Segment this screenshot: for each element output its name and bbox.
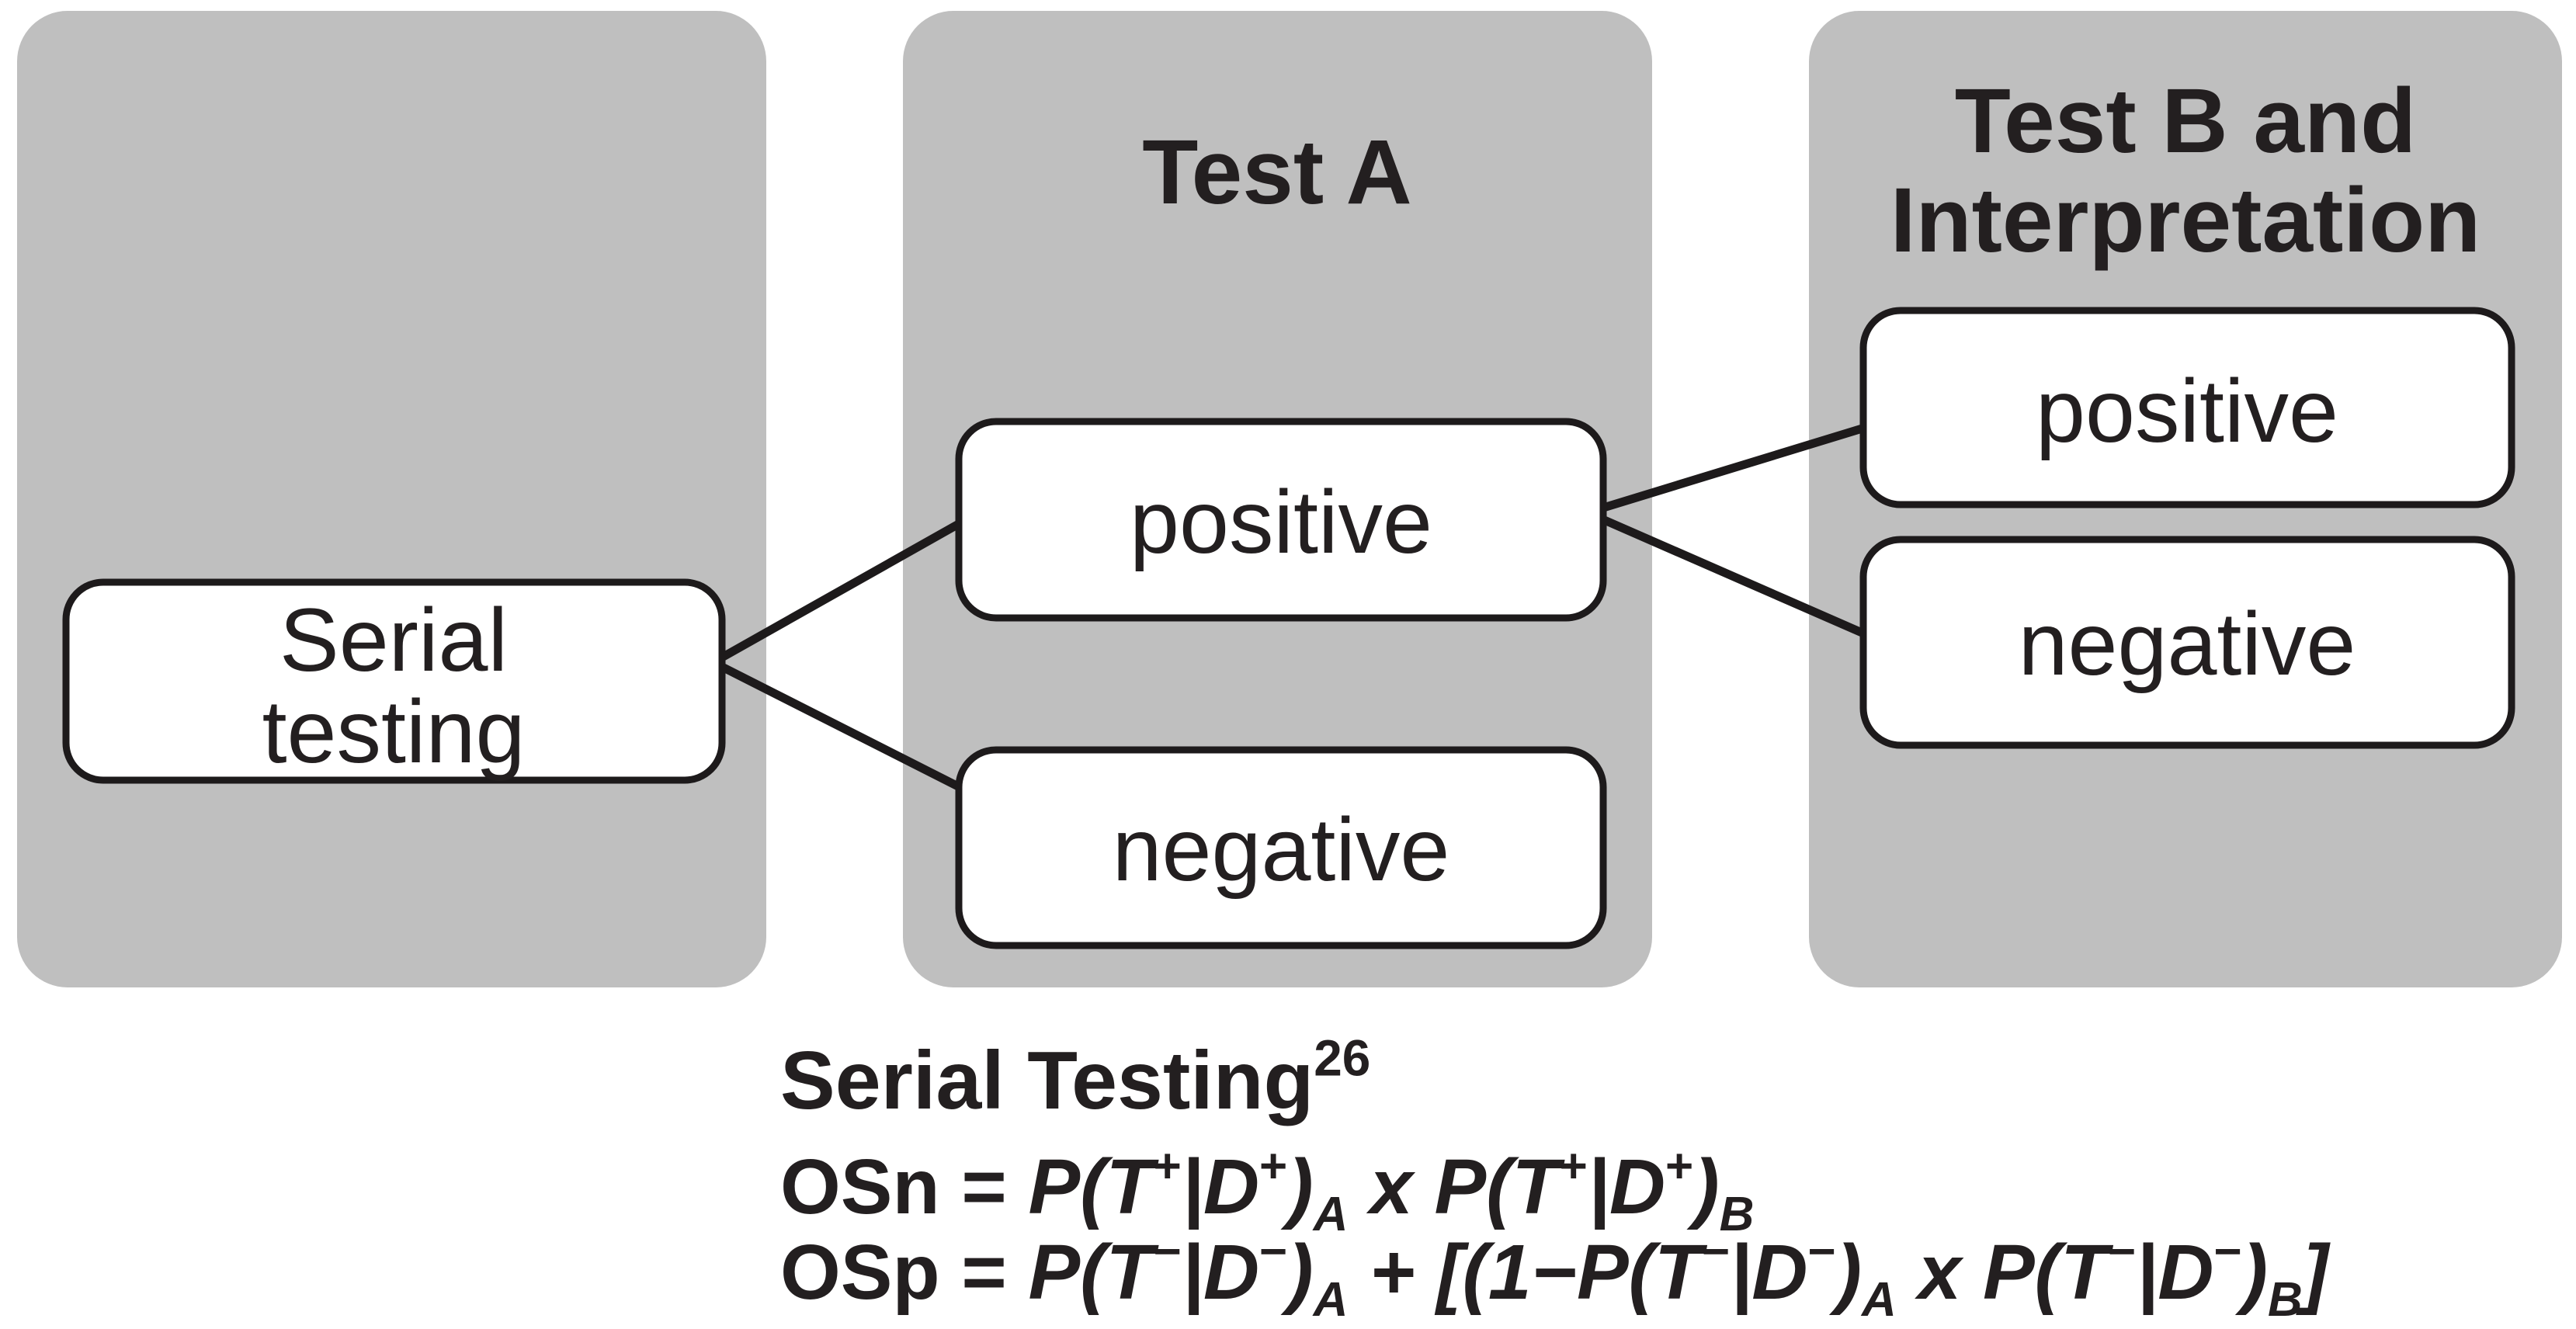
formula-osn: OSn = P(T+|D+)A x P(T+|D+)B (780, 1140, 1754, 1241)
node-test-a-positive-box (955, 418, 1607, 622)
panel-pretest (17, 11, 766, 987)
node-test-b-negative-box (1859, 536, 2515, 749)
connector-test-a-positive-to-test-b-positive (1599, 422, 1869, 513)
title-test-a: Test A (1142, 121, 1412, 224)
formula-osp: OSp = P(T−|D−)A + [(1−P(T−|D−)A x P(T−|D… (780, 1225, 2331, 1327)
node-serial-testing-label-line2: testing (262, 682, 526, 782)
node-test-b-positive-label: positive (2036, 362, 2338, 461)
node-test-a-positive-label: positive (1130, 473, 1432, 572)
node-test-a-negative-box (955, 746, 1607, 949)
node-test-b-positive-box (1859, 307, 2515, 508)
node-serial-testing-label-line1: Serial (279, 591, 508, 690)
formula-heading: Serial Testing26 (780, 1030, 1370, 1126)
connector-serial-to-test-a-positive (718, 518, 965, 662)
node-test-a-negative-label: negative (1113, 800, 1450, 900)
connector-serial-to-test-a-negative (718, 662, 965, 793)
title-test-b-line1: Test B and (1955, 70, 2416, 172)
title-test-b-line2: Interpretation (1890, 169, 2481, 272)
node-test-b-negative-label: negative (2019, 595, 2356, 694)
node-serial-testing-box (62, 578, 726, 784)
connector-test-a-positive-to-test-b-negative (1599, 514, 1870, 640)
